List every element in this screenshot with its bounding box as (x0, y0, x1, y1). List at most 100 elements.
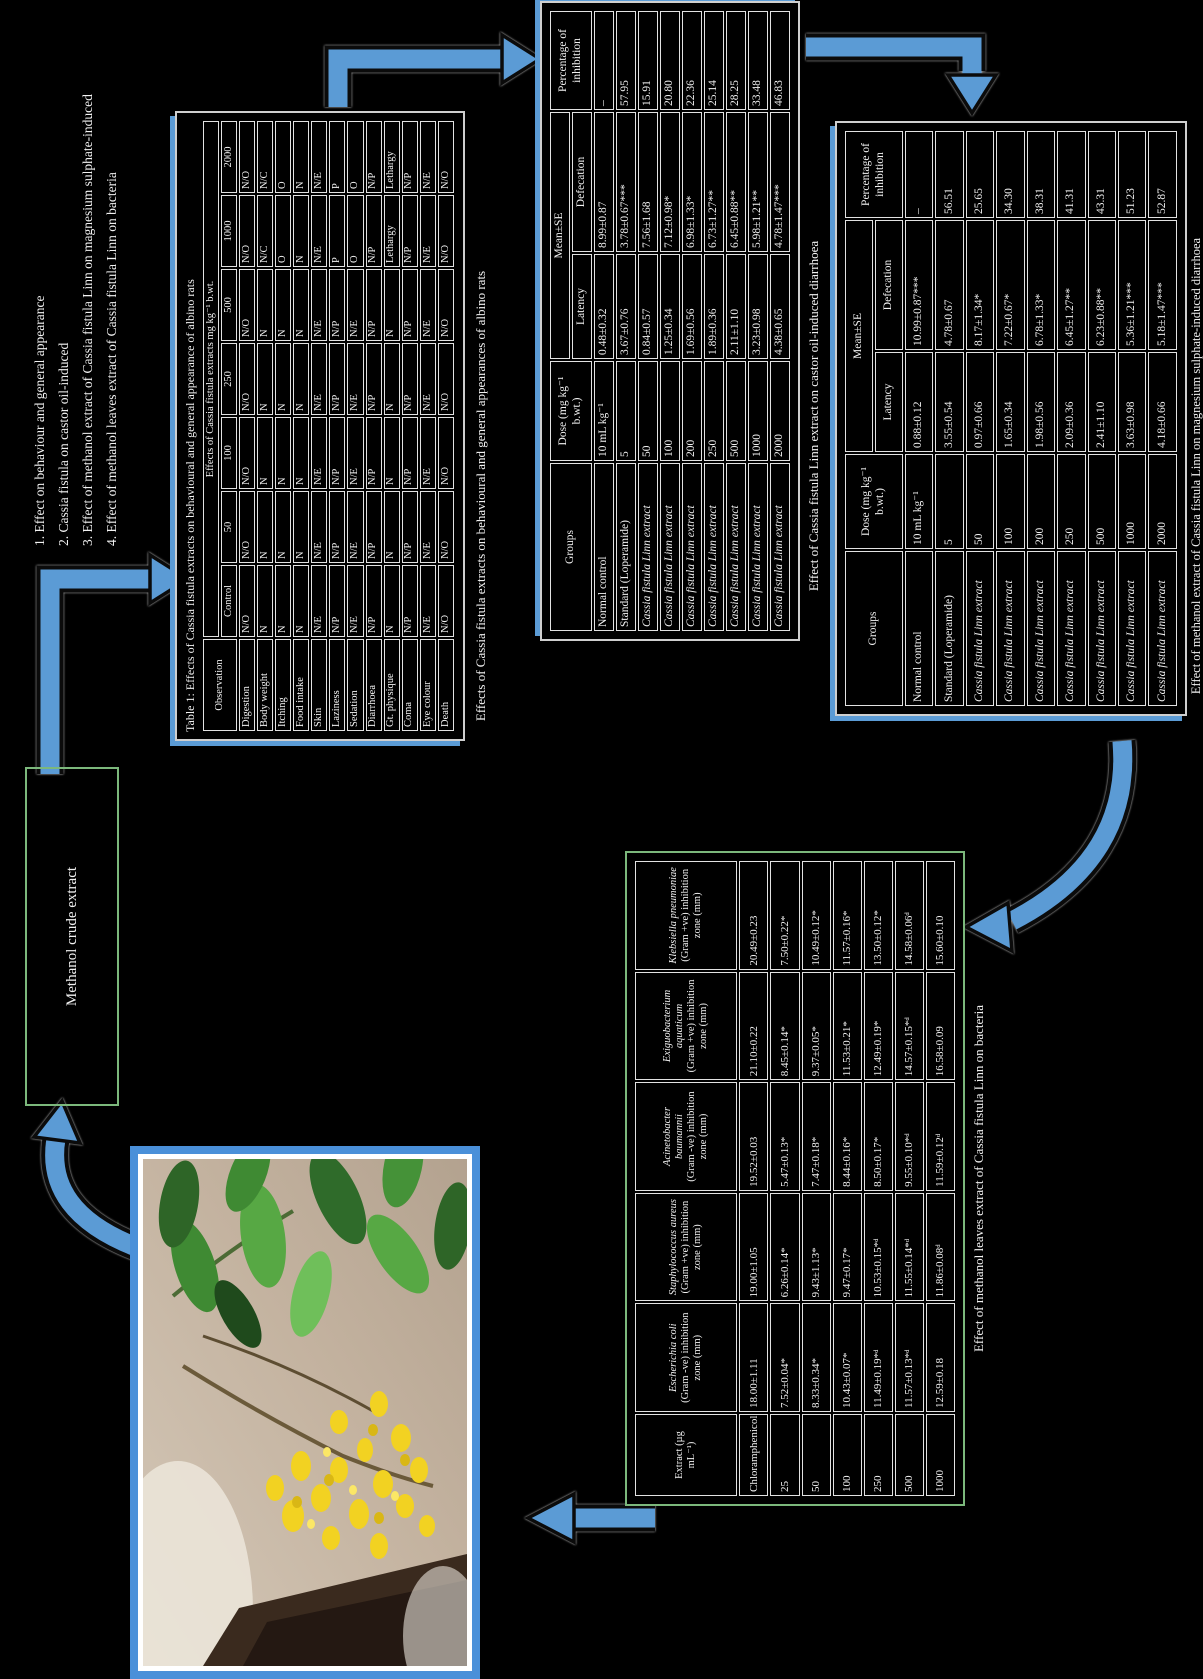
table-cell: 10.43±0.07* (832, 1303, 862, 1412)
table-cell: 9.55±0.10*ᵈ (894, 1082, 924, 1191)
table-cell: N (257, 417, 274, 489)
table-cell: Cassia fistula Linn extract (1087, 551, 1116, 706)
table-cell: 1000 (1117, 454, 1147, 549)
table-cell: Cassia fistula Linn extract (637, 463, 658, 631)
table-cell: 5.98±1.21** (747, 111, 768, 252)
table-cell: 50 (637, 361, 658, 461)
experiment-list-item-3: 3. Effect of methanol extract of Cassia … (80, 94, 95, 546)
table-cell: Digestion (239, 639, 256, 731)
behaviour-table: Table 1: Effects of Cassia fistula extra… (175, 111, 465, 741)
table-cell: 0.48±0.32 (593, 254, 614, 359)
table-cell: N (293, 195, 310, 267)
column-header: Exiguobacterium aquaticum(Gram +ve) inhi… (635, 971, 738, 1081)
experiment-list: 1. Effect on behaviour and general appea… (28, 94, 124, 546)
table-cell: 9.47±0.17* (832, 1192, 862, 1302)
table-cell: N (257, 269, 274, 341)
table-cell: 52.87 (1148, 131, 1177, 218)
table-cell: 5.47±0.13* (770, 1082, 800, 1191)
table-cell: N/E (311, 417, 328, 489)
table-cell: 20.80 (659, 11, 680, 110)
table-cell: 25.65 (965, 131, 995, 218)
table-cell: N/P (365, 565, 382, 637)
table-cell: N/P (401, 417, 418, 489)
table-cell: N/O (437, 417, 454, 489)
castor-oil-table-caption: Effect of Cassia fistula Linn extract on… (806, 240, 821, 592)
table-cell: N (293, 565, 310, 637)
table-cell: 5.36±1.21*** (1117, 219, 1147, 350)
table-cell: 7.22±0.67* (996, 219, 1025, 350)
table-cell: 12.49±0.19* (863, 971, 893, 1081)
table-cell: N (293, 269, 310, 341)
table-cell: O (347, 121, 364, 193)
table-cell: N/P (365, 269, 382, 341)
column-header-groups: Groups (845, 551, 903, 706)
table-cell: Chloramphenicol (739, 1414, 769, 1496)
table-cell: 5 (935, 454, 964, 549)
experiment-list-item-2: 2. Cassia fistula on castor oil-induced (56, 342, 71, 546)
table-cell: N/O (239, 195, 256, 267)
table-cell: Itching (275, 639, 292, 731)
magnesium-sulphate-table-caption: Effect of methanol extract of Cassia fis… (1189, 237, 1203, 695)
behaviour-table-title: Table 1: Effects of Cassia fistula extra… (183, 279, 197, 732)
table-cell: N (257, 343, 274, 415)
table-cell: 11.86±0.08ᵈ (925, 1192, 955, 1302)
table-cell: N/P (401, 343, 418, 415)
table-cell: 9.43±1.13* (801, 1192, 831, 1302)
table-cell: O (347, 195, 364, 267)
table-cell: N/P (329, 343, 346, 415)
methanol-extract-label: Methanol crude extract (63, 866, 80, 1007)
table-cell: 2000 (1148, 454, 1177, 549)
table-cell: N (383, 565, 400, 637)
table-cell: 250 (1057, 454, 1086, 549)
table-cell: 12.59±0.18 (925, 1303, 955, 1412)
table-cell: Cassia fistula Linn extract (965, 551, 995, 706)
table-cell: 10 mL kg⁻¹ (904, 454, 934, 549)
table-cell: 38.31 (1026, 131, 1056, 218)
table-cell: 33.48 (747, 11, 768, 110)
table-cell: Eye colour (419, 639, 436, 731)
table-cell: – (593, 11, 614, 110)
arrow-castor-to-magnesium (806, 33, 1000, 117)
table-cell: 16.58±0.09 (925, 971, 955, 1081)
table-cell: N/E (419, 195, 436, 267)
table-cell: 250 (703, 361, 724, 461)
table-cell: N/P (329, 565, 346, 637)
table-cell: Standard (Loperamide) (935, 551, 964, 706)
table-cell: 100 (996, 454, 1025, 549)
table-cell: 10.53±0.15*ᵈ (863, 1192, 893, 1302)
table-cell: N/O (239, 565, 256, 637)
table-cell: N (383, 417, 400, 489)
table-cell: 1.25±0.34 (659, 254, 680, 359)
table-cell: N/P (329, 491, 346, 563)
table-cell: 2.09±0.36 (1057, 352, 1086, 452)
table-cell: N/P (401, 491, 418, 563)
table-cell: 7.12±0.98* (659, 111, 680, 252)
table-cell: 25 (770, 1414, 800, 1496)
table-cell: 4.78±1.47*** (769, 111, 790, 252)
castor-oil-table: Groups Dose (mg kg⁻¹ b.wt.) Mean±SE Perc… (540, 1, 800, 641)
table-cell: Lethargy (383, 121, 400, 193)
table-cell: N/O (437, 195, 454, 267)
table-cell: 14.57±0.15*ᵈ (894, 971, 924, 1081)
table-cell: 6.45±0.88** (725, 111, 746, 252)
behaviour-table-caption: Effects of Cassia fistula extracts on be… (473, 270, 488, 722)
